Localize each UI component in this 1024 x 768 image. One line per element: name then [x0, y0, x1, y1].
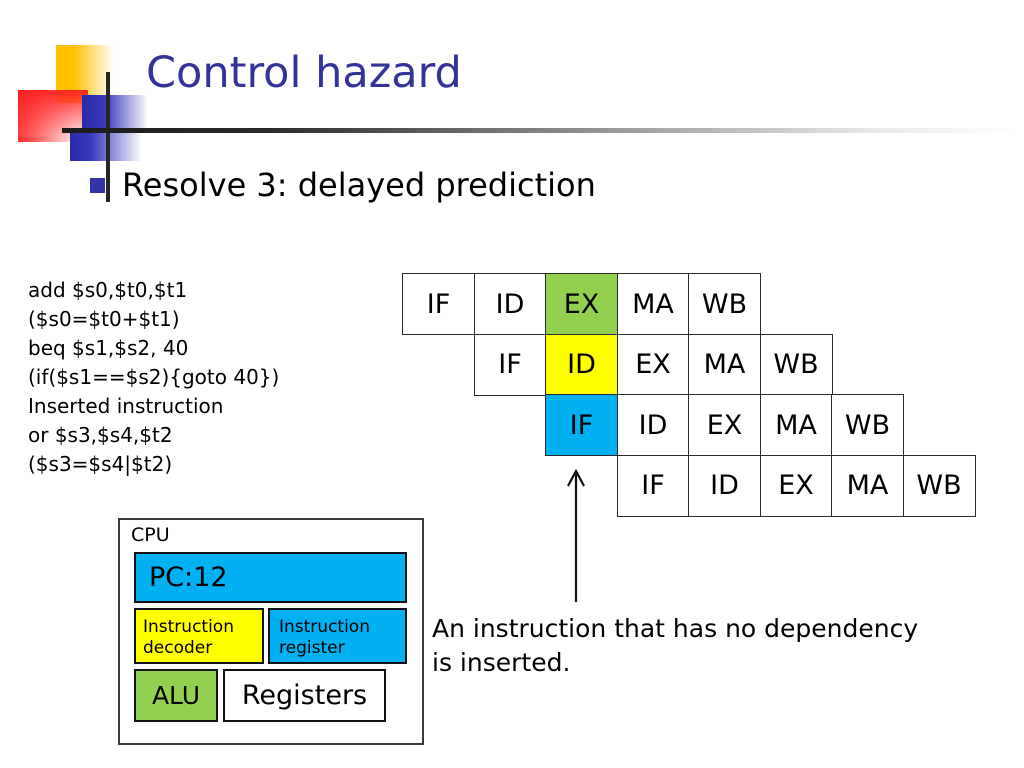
bullet-row: Resolve 3: delayed prediction [90, 166, 596, 204]
pipeline-stage-cell: IF [616, 454, 690, 517]
cpu-program-counter: PC:12 [134, 552, 407, 603]
code-block: add $s0,$t0,$t1 ($s0=$t0+$t1) beq $s1,$s2,… [28, 276, 279, 479]
cpu-instruction-decoder-line2: decoder [143, 638, 213, 658]
pipeline-stage-cell: MA [616, 273, 690, 335]
title-divider [62, 128, 1017, 133]
cpu-diagram: CPU PC:12 Instruction decoder Instructio… [118, 518, 424, 745]
cpu-instruction-decoder-line1: Instruction [143, 617, 234, 637]
pipeline-stage-cell: EX [545, 273, 618, 335]
caption-line: is inserted. [432, 648, 571, 677]
code-line: (if($s1==$s2){goto 40}) [28, 365, 280, 389]
cpu-registers: Registers [223, 669, 386, 722]
code-line: beq $s1,$s2, 40 [28, 336, 189, 360]
up-arrow-icon [567, 468, 585, 602]
cpu-instruction-register-line1: Instruction [279, 617, 370, 637]
cpu-instruction-register: Instruction register [268, 608, 407, 664]
pipeline-stage-cell: EX [688, 394, 761, 456]
code-line: or $s3,$s4,$t2 [28, 423, 173, 447]
pipeline-stage-cell: IF [402, 273, 475, 335]
pipeline-stage-cell: IF [473, 333, 547, 396]
pipeline-stage-cell: ID [688, 454, 761, 517]
pipeline-stage-cell: MA [759, 394, 833, 456]
code-line: ($s3=$s4|$t2) [28, 452, 173, 476]
logo-blue-square-upper [82, 95, 148, 129]
bullet-text: Resolve 3: delayed prediction [122, 166, 596, 204]
cpu-alu: ALU [134, 669, 218, 722]
decorative-logo [18, 42, 158, 202]
pipeline-stage-cell: EX [759, 454, 833, 517]
bullet-square-icon [90, 177, 105, 193]
pipeline-stage-cell: WB [831, 394, 904, 456]
cpu-instruction-decoder: Instruction decoder [134, 608, 264, 664]
logo-vertical-line [106, 72, 110, 202]
cpu-instruction-register-line2: register [279, 638, 345, 658]
pipeline-stage-cell: EX [616, 333, 690, 396]
code-line: ($s0=$t0+$t1) [28, 307, 180, 331]
pipeline-stage-cell: WB [688, 273, 761, 335]
pipeline-stage-cell: MA [688, 333, 761, 396]
pipeline-stage-cell: WB [759, 333, 833, 396]
caption-line: An instruction that has no dependency [432, 614, 919, 643]
pipeline-stage-cell: MA [831, 454, 904, 517]
pipeline-stage-cell: ID [473, 273, 547, 335]
page-title: Control hazard [146, 48, 462, 98]
code-line: Inserted instruction [28, 394, 224, 418]
code-line: add $s0,$t0,$t1 [28, 278, 188, 302]
pipeline-stage-cell: ID [545, 333, 618, 396]
pipeline-stage-cell: WB [902, 454, 976, 517]
caption-text: An instruction that has no dependency is … [432, 612, 918, 680]
cpu-label: CPU [131, 524, 170, 546]
pipeline-stage-cell: IF [545, 394, 618, 456]
pipeline-stage-cell: ID [616, 394, 690, 456]
